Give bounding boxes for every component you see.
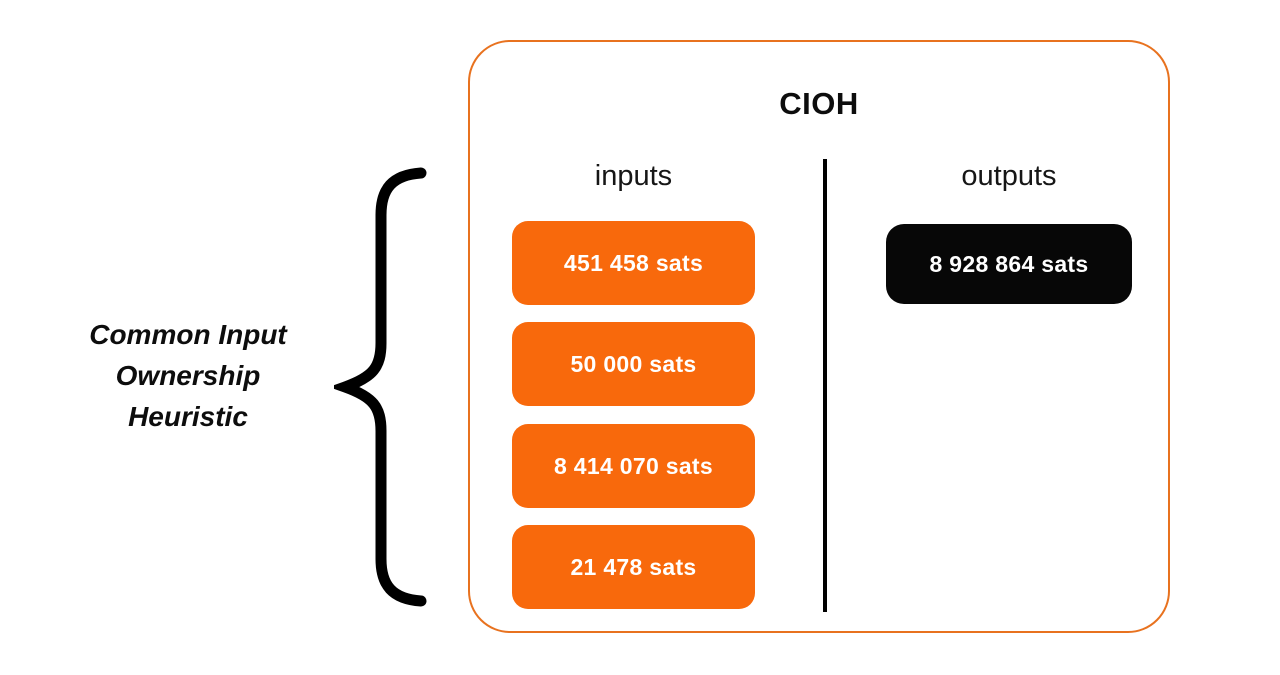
cioh-transaction-box: CIOH inputs 451 458 sats 50 000 sats 8 4… bbox=[468, 40, 1170, 633]
box-title: CIOH bbox=[779, 86, 859, 121]
outputs-column-header: outputs bbox=[961, 160, 1057, 192]
inputs-column-header: inputs bbox=[594, 160, 673, 192]
side-label-line-3: Heuristic bbox=[128, 401, 248, 432]
side-label-common-input-ownership-heuristic: Common Input Ownership Heuristic bbox=[50, 314, 326, 437]
input-utxo-pill-1: 451 458 sats bbox=[512, 221, 755, 305]
side-label-line-1: Common Input bbox=[89, 319, 287, 350]
curly-brace-icon bbox=[334, 167, 427, 607]
input-utxo-pill-3: 8 414 070 sats bbox=[512, 424, 755, 508]
input-utxo-pill-2: 50 000 sats bbox=[512, 322, 755, 406]
side-label-line-2: Ownership bbox=[115, 360, 261, 391]
input-utxo-pill-4: 21 478 sats bbox=[512, 525, 755, 609]
output-utxo-pill-1: 8 928 864 sats bbox=[886, 224, 1132, 304]
inputs-outputs-divider bbox=[823, 159, 827, 612]
